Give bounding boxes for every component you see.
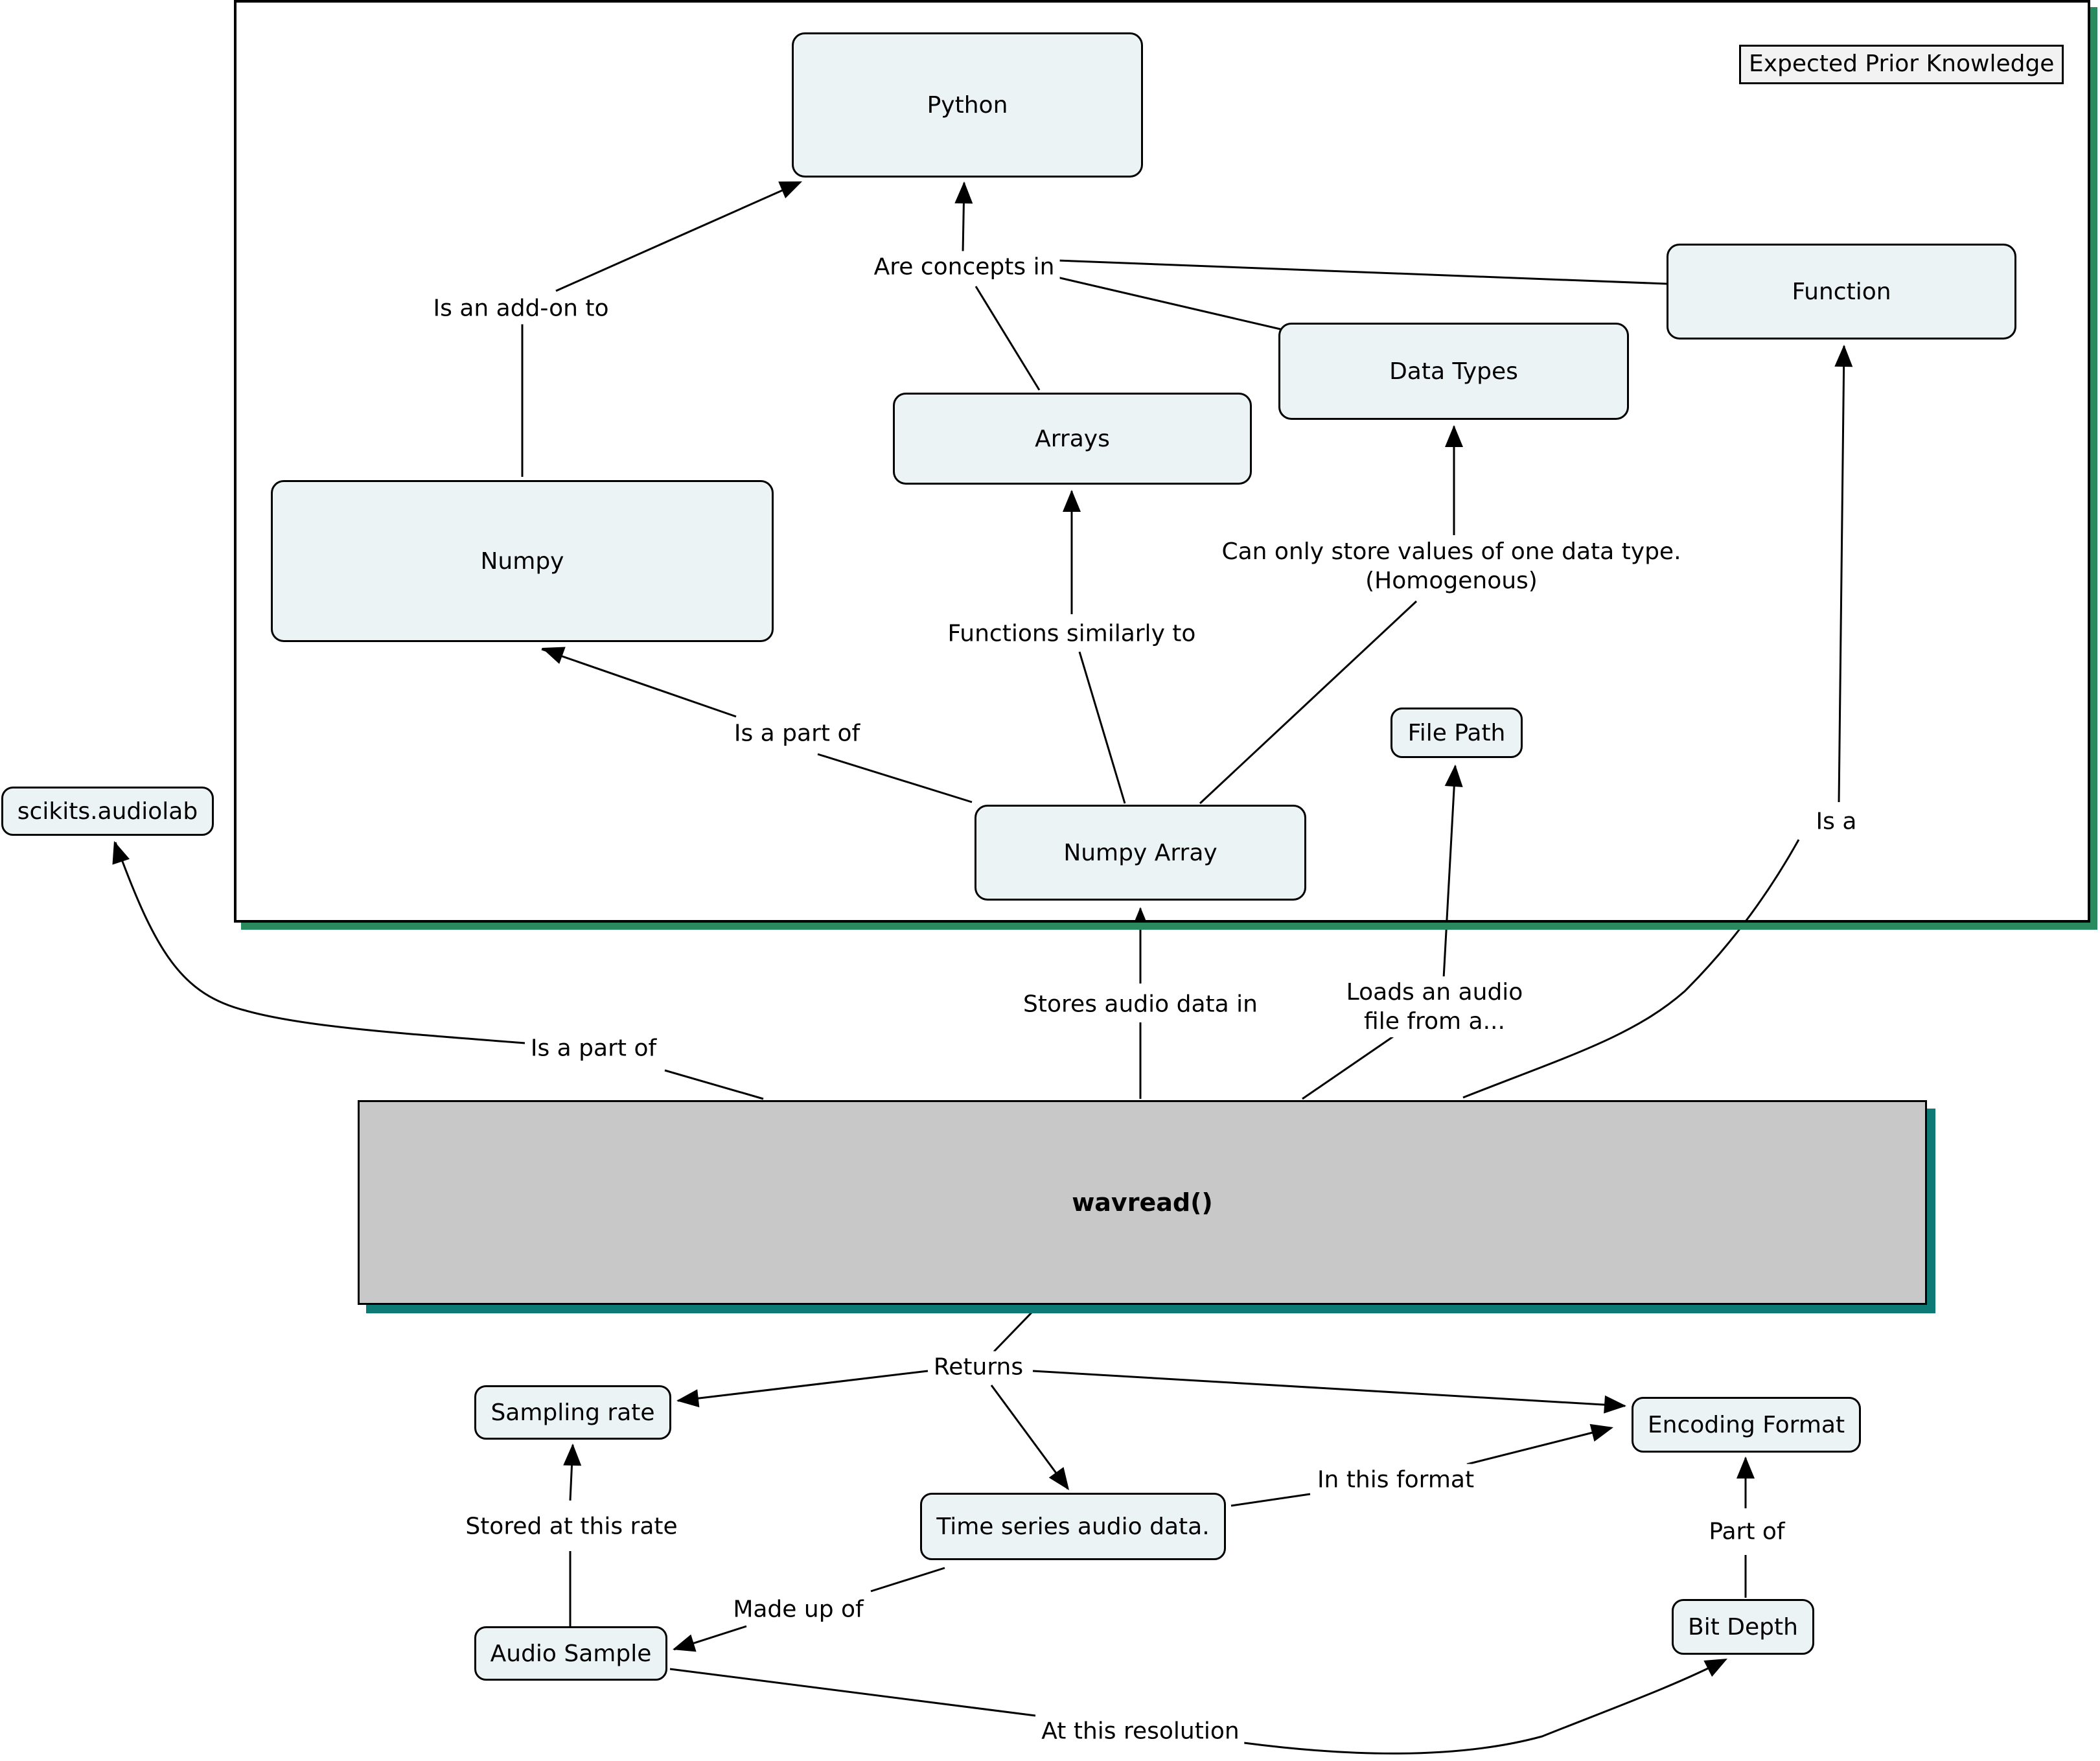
node-python-label: Python (927, 91, 1008, 119)
edge-addon-to-python (555, 181, 800, 292)
arrowhead (1445, 425, 1463, 447)
edge-loads-filepath (1442, 765, 1457, 979)
node-data-types-label: Data Types (1389, 358, 1518, 385)
link-can-only-store: Can only store values of one data type. … (1216, 536, 1687, 597)
arrowhead (954, 181, 973, 204)
edge-wavread-isa (1462, 839, 1800, 1099)
link-loads-line2: file from a... (1364, 1008, 1505, 1035)
link-can-only-store-line2: (Homogenous) (1365, 568, 1538, 594)
edge-timeseries-madeup (870, 1567, 945, 1593)
link-are-concepts-in: Are concepts in (868, 251, 1060, 283)
link-functions-similarly-to: Functions similarly to (942, 617, 1201, 650)
node-time-series-label: Time series audio data. (936, 1513, 1210, 1540)
edge-format-encoding (1466, 1427, 1611, 1466)
node-encoding-format[interactable]: Encoding Format (1632, 1397, 1861, 1453)
node-arrays[interactable]: Arrays (893, 393, 1252, 485)
arrowheads (112, 181, 1853, 1677)
edge-timeseries-format (1230, 1493, 1311, 1507)
node-numpy-array[interactable]: Numpy Array (975, 805, 1306, 901)
edge-function-concepts (1057, 259, 1667, 285)
link-returns: Returns (928, 1351, 1029, 1383)
arrowhead (1834, 345, 1853, 367)
arrowhead (1131, 907, 1149, 929)
node-time-series[interactable]: Time series audio data. (920, 1493, 1226, 1560)
link-is-an-addon-to: Is an add-on to (428, 292, 614, 325)
arrowhead (1048, 1467, 1069, 1490)
edge-partof-scikits (114, 842, 525, 1044)
prior-knowledge-frame (234, 0, 2090, 923)
node-file-path-label: File Path (1407, 719, 1506, 746)
link-loads-audio-file: Loads an audio file from a... (1341, 976, 1529, 1037)
edge-npa-partof (817, 753, 973, 803)
edge-npa-canonly (1199, 600, 1418, 805)
arrowhead (112, 841, 130, 865)
link-can-only-store-line1: Can only store values of one data type. (1221, 538, 1681, 565)
arrowhead (563, 1444, 582, 1466)
link-loads-line1: Loads an audio (1346, 979, 1523, 1006)
link-is-a-part-of-numpy: Is a part of (728, 717, 866, 750)
edge-returns-timeseries (990, 1385, 1069, 1490)
node-python[interactable]: Python (792, 32, 1143, 178)
edge-wavread-partof (664, 1069, 764, 1100)
node-function-label: Function (1792, 278, 1891, 305)
link-part-of: Part of (1703, 1515, 1790, 1548)
node-wavread-label: wavread() (1072, 1188, 1213, 1217)
arrowhead (1589, 1423, 1613, 1442)
arrowhead (1604, 1395, 1626, 1414)
legend-label: Expected Prior Knowledge (1739, 45, 2064, 84)
node-bit-depth[interactable]: Bit Depth (1672, 1599, 1814, 1655)
link-in-this-format: In this format (1311, 1464, 1480, 1496)
arrowhead (778, 181, 802, 199)
node-scikits-audiolab-label: scikits.audiolab (17, 798, 198, 825)
node-encoding-format-label: Encoding Format (1647, 1411, 1845, 1438)
arrowhead (1703, 1659, 1727, 1677)
node-audio-sample-label: Audio Sample (490, 1640, 652, 1667)
link-at-this-resolution: At this resolution (1036, 1715, 1245, 1747)
node-bit-depth-label: Bit Depth (1688, 1613, 1798, 1640)
node-numpy-array-label: Numpy Array (1063, 839, 1217, 866)
edge-npa-functions (1078, 651, 1126, 804)
node-wavread[interactable]: wavread() (358, 1100, 1927, 1305)
edge-isa-function (1838, 345, 1845, 803)
arrowhead (1737, 1456, 1755, 1479)
node-sampling-rate-label: Sampling rate (490, 1399, 655, 1426)
arrowhead (1444, 765, 1463, 787)
edge-returns-sampling (677, 1370, 929, 1402)
node-data-types[interactable]: Data Types (1278, 323, 1629, 420)
link-is-a: Is a (1810, 805, 1862, 838)
edge-arrays-concepts (975, 286, 1041, 391)
link-stores-audio-data-in: Stores audio data in (1018, 988, 1263, 1020)
edge-sample-resolution (669, 1668, 1036, 1717)
node-arrays-label: Arrays (1035, 425, 1110, 452)
arrowhead (673, 1634, 697, 1652)
edge-wavread-loads (1302, 1035, 1394, 1100)
node-scikits-audiolab[interactable]: scikits.audiolab (1, 787, 214, 836)
edge-wavread-returns (993, 1311, 1033, 1353)
link-stored-at-this-rate: Stored at this rate (460, 1510, 683, 1543)
node-numpy-label: Numpy (480, 547, 564, 575)
edge-partof-numpy (541, 648, 737, 718)
edge-returns-encoding (1032, 1370, 1626, 1407)
edge-datatypes-concepts (1057, 276, 1281, 330)
arrowhead (542, 647, 566, 664)
arrowhead (676, 1389, 700, 1408)
node-audio-sample[interactable]: Audio Sample (474, 1626, 667, 1681)
node-file-path[interactable]: File Path (1390, 708, 1523, 758)
edge-resolution-bitdepth (1243, 1659, 1725, 1755)
node-sampling-rate[interactable]: Sampling rate (474, 1385, 671, 1440)
link-is-a-part-of-scikits: Is a part of (525, 1032, 662, 1065)
link-made-up-of: Made up of (728, 1593, 869, 1626)
node-function[interactable]: Function (1667, 244, 2016, 340)
arrowhead (1063, 490, 1081, 512)
node-numpy[interactable]: Numpy (271, 480, 774, 642)
